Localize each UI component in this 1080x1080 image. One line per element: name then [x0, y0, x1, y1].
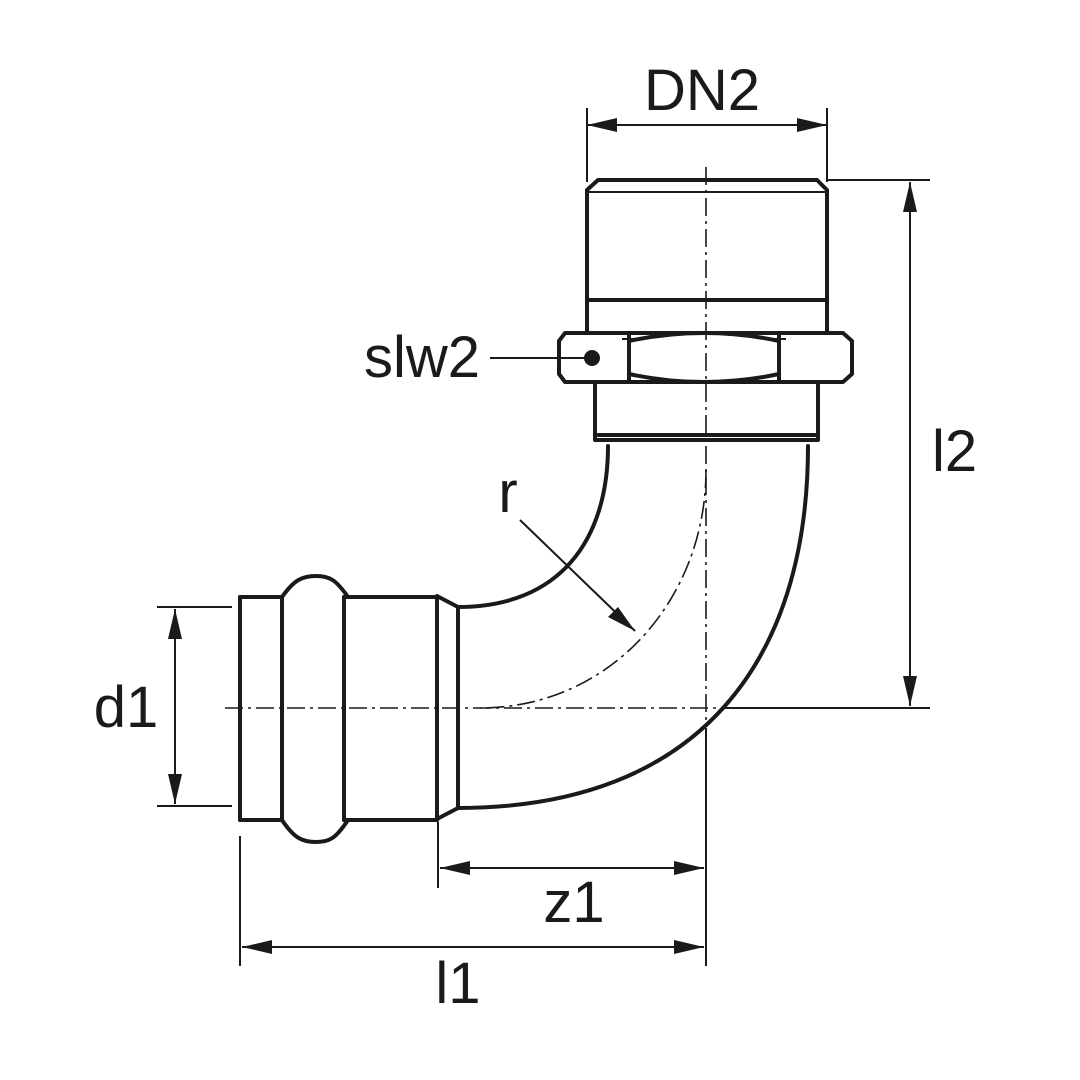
- l1-label: l1: [435, 951, 480, 1016]
- slw2-label: slw2: [364, 325, 480, 390]
- z1-label: z1: [543, 870, 604, 935]
- z1-dimension: [437, 728, 707, 966]
- d1-dimension: [157, 606, 232, 807]
- threaded-end: [585, 178, 829, 335]
- press-socket: [238, 574, 439, 844]
- dn2-dimension: [586, 108, 828, 182]
- center-lines: [225, 167, 720, 720]
- elbow-bend: [435, 444, 810, 821]
- l1-dimension: [239, 836, 704, 966]
- l2-dimension: [722, 179, 930, 709]
- r-dimension: [519, 519, 636, 632]
- l2-label: l2: [932, 419, 977, 484]
- d1-label: d1: [94, 675, 159, 740]
- r-label: r: [498, 460, 517, 525]
- dn2-label: DN2: [644, 58, 760, 123]
